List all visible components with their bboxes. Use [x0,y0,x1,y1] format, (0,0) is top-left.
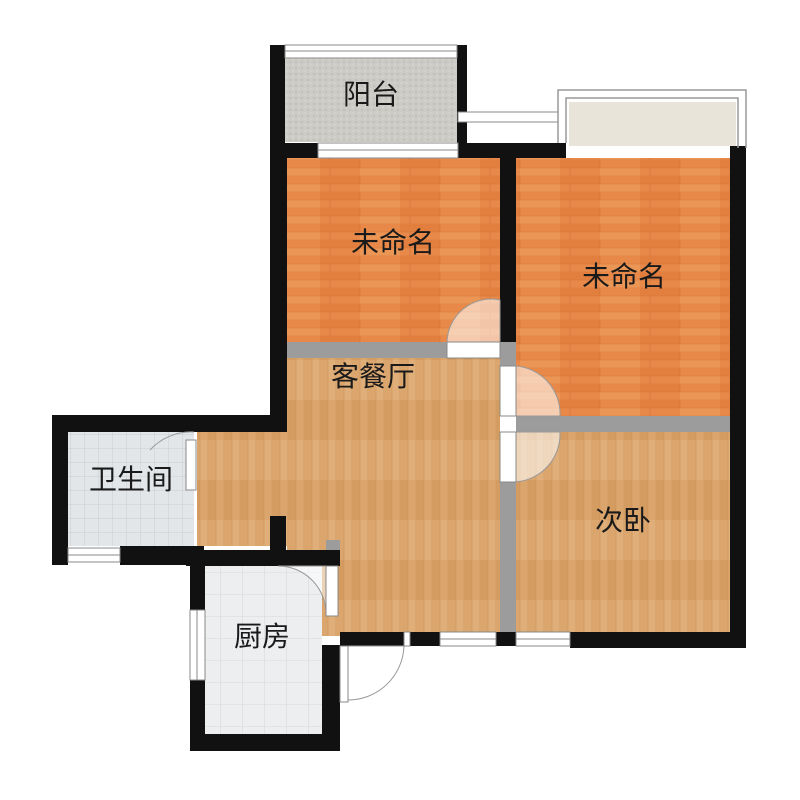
balcony-floor [285,58,457,142]
bedroom-b-label: 未命名 [582,260,666,293]
bedroom-b-floor [516,158,731,416]
balcony-label: 阳台 [343,78,399,111]
living-dining-label: 客餐厅 [331,360,415,393]
bedroom-a-label: 未命名 [351,226,435,259]
kitchen-floor [205,566,322,734]
bathroom-label: 卫生间 [89,463,173,496]
partition-walls [186,342,731,632]
bathroom-floor [68,432,194,546]
exterior-walls [52,45,746,751]
secondary-bedroom-floor [516,432,731,632]
secondary-bedroom-label: 次卧 [595,504,651,537]
windows [67,44,571,681]
door-leaves [185,341,517,703]
external-balcony-floor [569,102,736,146]
door-swings [149,298,561,701]
external-balcony-frame [557,89,747,148]
kitchen-label: 厨房 [234,620,290,653]
